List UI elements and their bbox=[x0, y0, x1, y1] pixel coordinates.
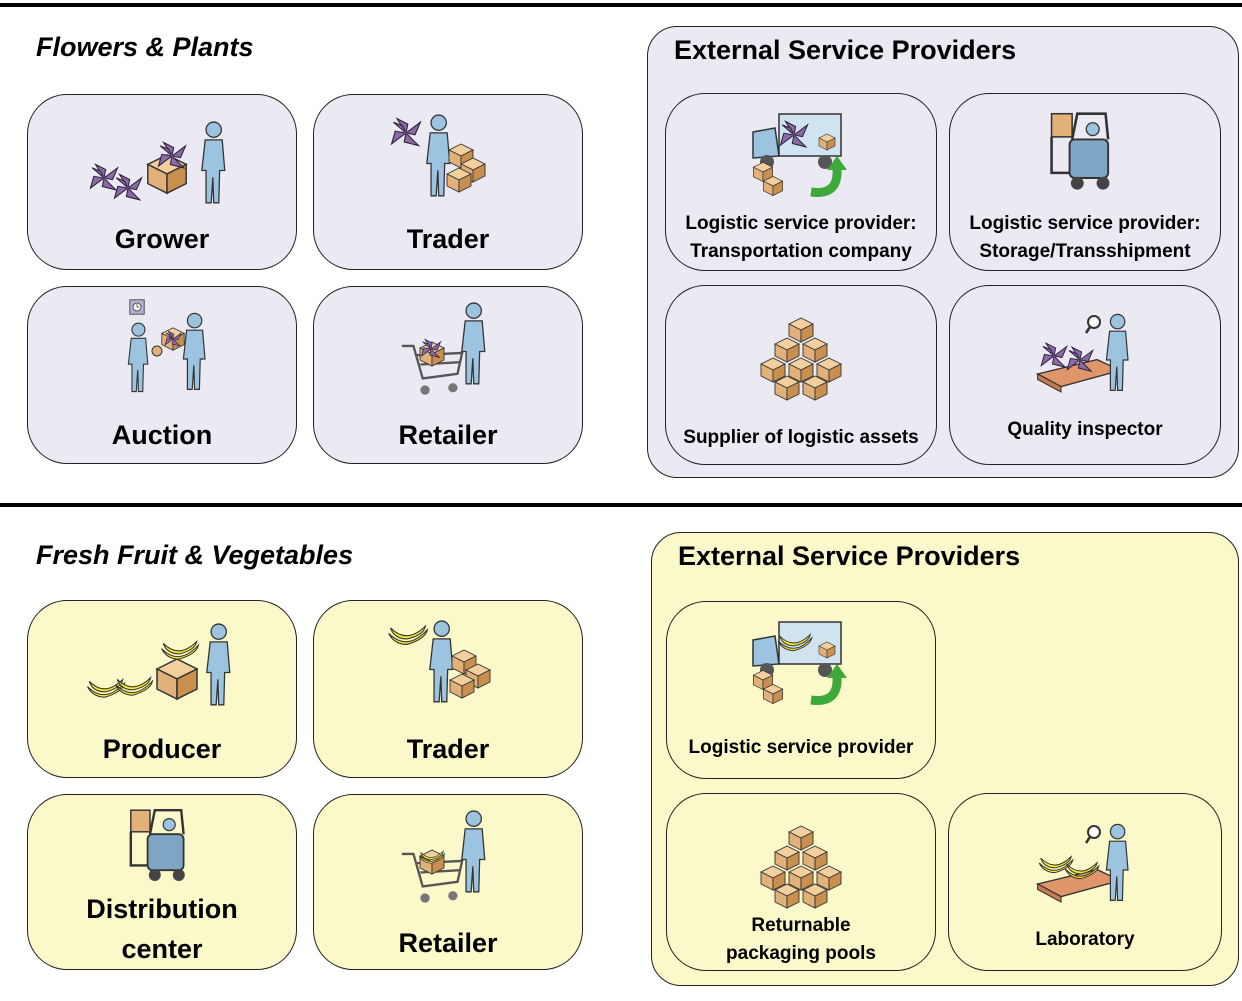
actor-card-retailer: Retailer bbox=[313, 286, 583, 464]
actor-card-retailer: Retailer bbox=[313, 794, 583, 970]
actor-card-trader: Trader bbox=[313, 94, 583, 270]
actor-card-distribution-center: Distribution center bbox=[27, 794, 297, 970]
actor-card-trader: Trader bbox=[313, 600, 583, 778]
provider-label: Returnable packaging pools bbox=[726, 915, 876, 964]
providers-panel: External Service Providers Logistic serv… bbox=[647, 26, 1239, 478]
top-divider bbox=[0, 3, 1242, 7]
provider-label: Logistic service provider: Transportatio… bbox=[685, 213, 917, 262]
provider-card-inspector: Quality inspector bbox=[949, 285, 1221, 465]
section-title: Fresh Fruit & Vegetables bbox=[36, 540, 354, 570]
forklift-icon bbox=[1050, 112, 1111, 191]
truck-icon bbox=[752, 621, 847, 705]
actor-label: Retailer bbox=[398, 420, 498, 450]
trader-icon bbox=[391, 114, 486, 197]
retailer-icon bbox=[400, 302, 486, 396]
truck-icon bbox=[752, 113, 847, 197]
actor-label: Retailer bbox=[398, 928, 498, 958]
inspector-icon bbox=[1036, 313, 1129, 393]
actor-label: Distribution center bbox=[86, 894, 238, 964]
middle-divider bbox=[0, 503, 1242, 507]
boxes-icon bbox=[760, 825, 842, 909]
grower-icon bbox=[89, 121, 226, 204]
provider-label: Logistic service provider bbox=[688, 737, 914, 758]
actor-card-producer: Producer bbox=[27, 600, 297, 778]
producer-icon bbox=[86, 623, 231, 706]
trader-icon bbox=[388, 620, 491, 703]
provider-card-packaging: Returnable packaging pools bbox=[666, 793, 936, 971]
boxes-icon bbox=[760, 317, 842, 401]
providers-title: External Service Providers bbox=[674, 35, 1017, 65]
auction-icon bbox=[127, 299, 206, 393]
actor-card-grower: Grower bbox=[27, 94, 297, 270]
retailer-icon bbox=[400, 810, 486, 904]
provider-card-transport: Logistic service provider: Transportatio… bbox=[665, 93, 937, 271]
providers-title: External Service Providers bbox=[678, 541, 1021, 571]
actor-label: Trader bbox=[406, 734, 490, 764]
laboratory-icon bbox=[1036, 823, 1129, 903]
provider-label: Laboratory bbox=[1035, 929, 1135, 950]
provider-card-logistic: Logistic service provider bbox=[666, 601, 936, 779]
provider-label: Quality inspector bbox=[1007, 419, 1163, 440]
forklift-icon bbox=[129, 809, 187, 883]
section-title: Flowers & Plants bbox=[36, 32, 254, 62]
provider-card-assets: Supplier of logistic assets bbox=[665, 285, 937, 465]
actor-label: Auction bbox=[111, 420, 213, 450]
actor-label: Producer bbox=[102, 734, 222, 764]
provider-label: Logistic service provider: Storage/Trans… bbox=[969, 213, 1201, 262]
actor-label: Trader bbox=[406, 224, 490, 254]
actor-label: Grower bbox=[114, 224, 210, 254]
provider-label: Supplier of logistic assets bbox=[683, 427, 919, 448]
provider-card-storage: Logistic service provider: Storage/Trans… bbox=[949, 93, 1221, 271]
providers-panel: External Service Providers Logistic serv… bbox=[651, 532, 1239, 986]
provider-card-laboratory: Laboratory bbox=[948, 793, 1222, 971]
actor-card-auction: Auction bbox=[27, 286, 297, 464]
